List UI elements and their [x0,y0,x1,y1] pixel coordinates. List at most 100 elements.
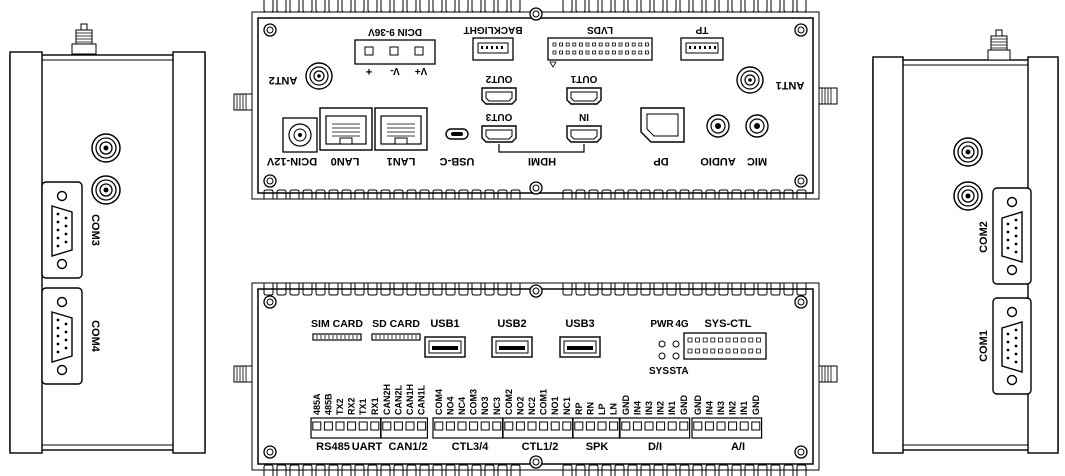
sta-label: STA [669,366,688,377]
lan0-label: LAN0 [331,155,360,167]
terminal-pin [358,421,368,431]
top-panel-screw [794,23,808,37]
terminal-pin [480,421,490,431]
terminal-block [310,417,382,439]
hdmi-in-port [566,125,602,143]
terminal-pin [667,421,677,431]
ant2-label: ANT2 [269,74,298,86]
out2-label: OUT2 [485,73,512,84]
usb2-port [491,336,533,358]
com2-label: COM2 [978,221,990,253]
terminal-pin-label: GND [693,395,703,416]
right-side-view: COM2 COM1 [872,29,1059,454]
com2-port [992,187,1032,285]
hdmi-label: HDMI [528,155,556,167]
left-top-antenna [71,23,97,55]
bottom-panel-screw [263,445,277,459]
com4-port [41,287,83,385]
usb-c-port [445,128,469,140]
terminal-pin [434,421,444,431]
left-antenna-1 [91,133,121,163]
right-antenna-2 [953,181,983,211]
usb3-label: USB3 [565,318,594,330]
terminal-pin-label: COM1 [539,389,549,415]
dcin-12v-label: DCIN-12V [266,155,317,167]
terminal-block [380,417,429,439]
bottom-panel-screw-top [529,284,543,298]
bottom-panel-fins-bottom [263,464,807,476]
tp-connector [680,37,724,61]
terminal-pin [728,421,738,431]
terminal-pin [539,421,549,431]
terminal-pin-label: IN3 [716,401,726,415]
terminal-pin-label: IN1 [667,401,677,415]
left-side-view: COM3 COM4 [9,23,206,454]
mic-jack [745,114,769,138]
terminal-pin-label: CAN1L [417,384,427,415]
dcin-936v-terminal [354,39,436,65]
top-panel-fins-top [263,0,807,13]
terminal-pin-label: CAN1H [405,384,415,415]
terminal-pin-label: IN2 [656,401,666,415]
top-panel-screw-bottom [529,181,543,195]
mic-label: MIC [747,155,767,167]
terminal-plus-label: + [366,65,372,77]
terminal-pin [644,421,654,431]
top-panel-screw-top [529,7,543,21]
terminal-pin [704,421,714,431]
bottom-panel-screw-bottom [529,455,543,469]
terminal-pin-label: TX2 [335,398,345,415]
terminal-pin-label: GND [679,395,689,416]
terminal-pin [585,421,595,431]
sd-card-slot [371,333,421,341]
terminal-pin [597,421,607,431]
terminal-block [432,417,504,439]
terminal-pin-label: RX1 [370,397,380,415]
terminal-vplus-label: V+ [415,65,428,76]
terminal-pin-label: GND [751,395,761,416]
terminal-pin-label: COM4 [434,389,444,415]
terminal-pin-label: NC2 [527,397,537,415]
bottom-panel-left-antenna-stub [233,365,253,383]
hdmi-out1-port [566,87,602,105]
lan0-port [319,107,373,151]
terminal-pin [632,421,642,431]
terminal-pin [312,421,322,431]
lvds-label: LVDS [587,24,613,35]
com1-label: COM1 [978,330,990,362]
terminal-pin-label: RX2 [347,397,357,415]
terminal-pin [751,421,761,431]
terminal-block [691,417,763,439]
ant1-label: ANT1 [776,79,805,91]
pwr-label: PWR [650,319,674,330]
terminal-pin-label: CAN2H [382,384,392,415]
terminal-pin-label: TX1 [358,398,368,415]
terminal-pin-label: COM3 [469,389,479,415]
bottom-panel-screw [263,295,277,309]
com1-port [992,297,1032,395]
can12-label: CAN1/2 [388,441,427,453]
terminal-pin-label: NO2 [515,396,525,415]
terminal-pin-label: NC1 [562,397,572,415]
terminal-pin-label: RP [574,402,584,415]
terminal-pin-label: RN [585,402,595,415]
terminal-pin [739,421,749,431]
terminal-pin-label: LN [609,403,619,415]
terminal-pin [405,421,415,431]
sim-card-label: SIM CARD [311,318,363,330]
sys-label: SYS [649,366,669,377]
di-label: D/I [648,441,662,453]
usb2-label: USB2 [497,318,526,330]
terminal-pin [469,421,479,431]
top-panel-screw [263,23,277,37]
backlight-connector [472,37,514,61]
terminal-pin-label: NO3 [480,396,490,415]
bottom-panel-right-antenna-stub [818,365,838,383]
usb-c-label: USB-C [440,155,475,167]
terminal-pin [679,421,689,431]
4g-label: 4G [675,319,689,330]
hdmi-out2-port [481,87,517,105]
terminal-pin [562,421,572,431]
terminal-pin [347,421,357,431]
terminal-pin [457,421,467,431]
